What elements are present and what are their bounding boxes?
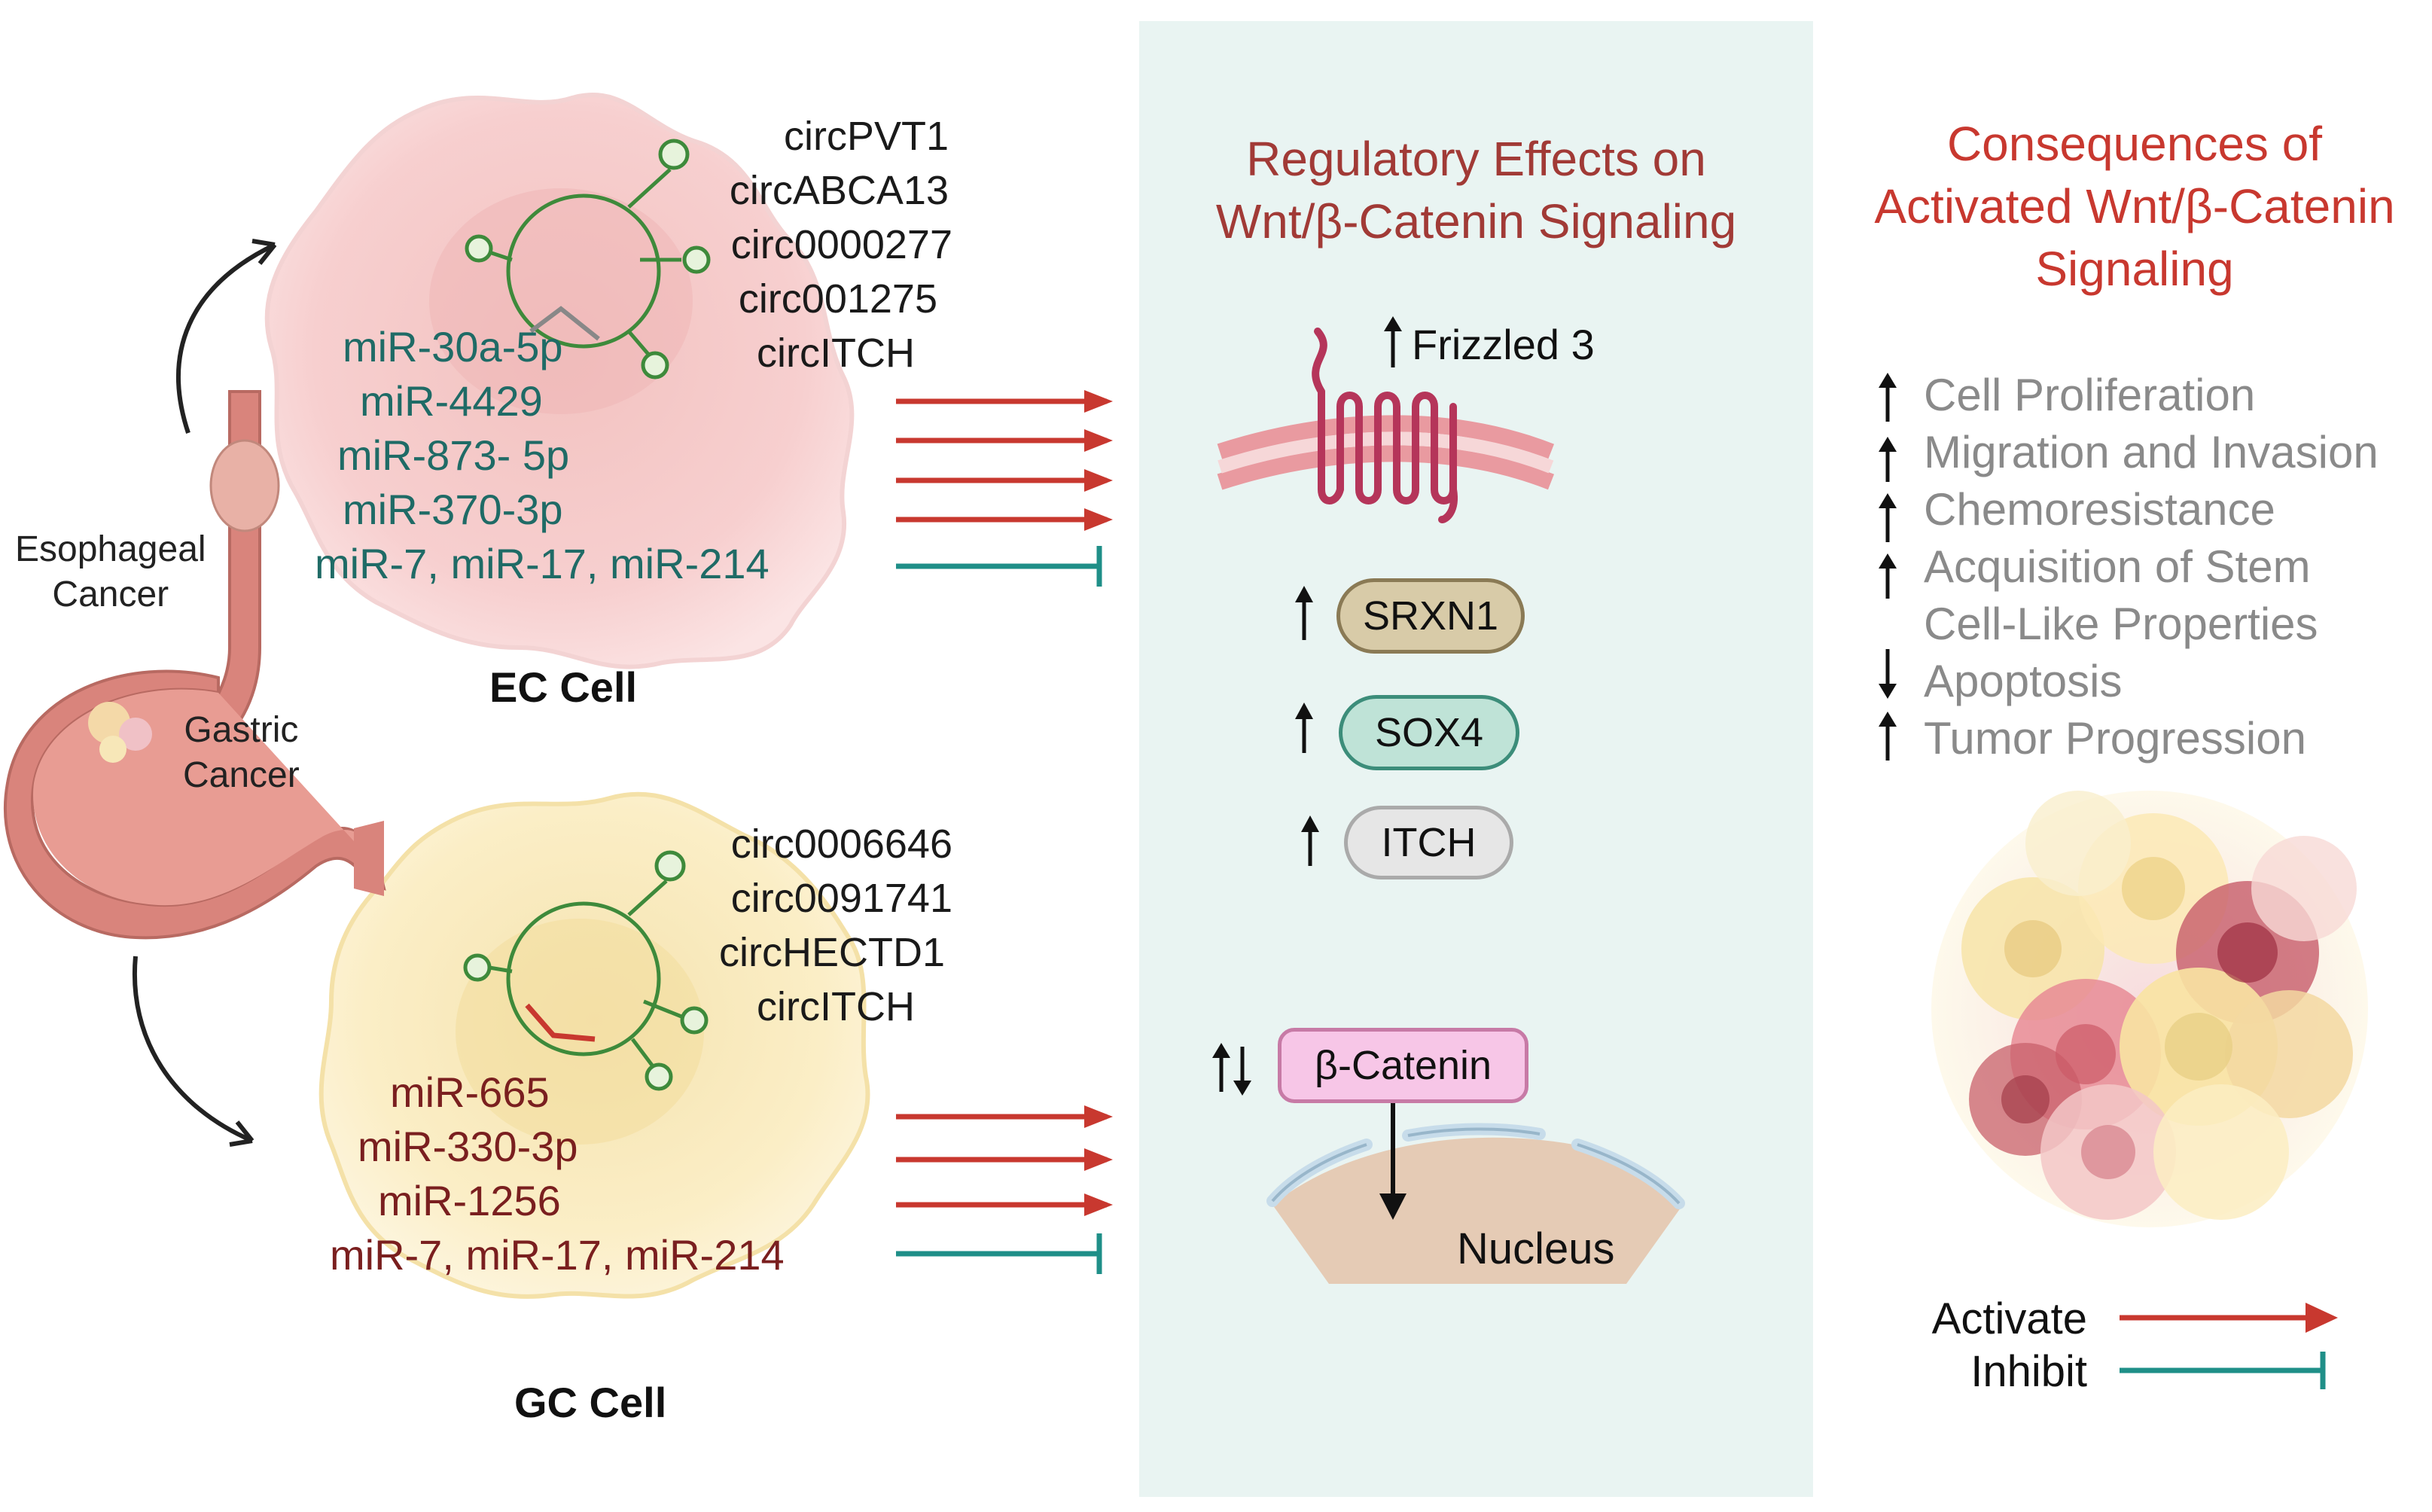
ec-mirna-5: miR-7, miR-17, miR-214 xyxy=(315,540,770,587)
cell-membrane xyxy=(1217,415,1555,490)
arrow-to-ec-cell xyxy=(176,242,276,434)
middle-panel-title: Regulatory Effects on Wnt/β-Catenin Sign… xyxy=(1139,128,1813,253)
gc-mirna-binding xyxy=(525,1003,596,1042)
gc-cell-nucleus xyxy=(456,919,704,1145)
ec-circrna-5: circITCH xyxy=(757,331,915,376)
gc-cell-label: GC Cell xyxy=(514,1379,667,1426)
consequence-2: Migration and Invasion xyxy=(1924,427,2379,477)
gc-mirna-2: miR-330-3p xyxy=(358,1123,578,1170)
ec-mirna-4: miR-370-3p xyxy=(343,486,563,533)
ec-activation-arrows xyxy=(896,398,1107,523)
right-title-line2: Activated Wnt/β-Catenin xyxy=(1874,179,2395,234)
gc-circrna-1: circ0006646 xyxy=(730,822,952,867)
consequence-4: Acquisition of Stem xyxy=(1924,541,2311,592)
consequence-6: Apoptosis xyxy=(1924,656,2123,706)
ec-inhibition-bar xyxy=(896,546,1102,587)
gc-mirna-4: miR-7, miR-17, miR-214 xyxy=(330,1231,785,1279)
nucleus-label: Nucleus xyxy=(1457,1224,1615,1273)
gc-circrna-3: circHECTD1 xyxy=(718,930,945,975)
gc-circrna-structure xyxy=(463,850,709,1091)
legend-activate-label: Activate xyxy=(1931,1294,2087,1343)
ec-circrna-3: circ0000277 xyxy=(730,222,952,267)
tumor-cluster-illustration xyxy=(1931,791,2368,1227)
gc-activation-arrows xyxy=(896,1114,1107,1208)
gc-inhibition-bar xyxy=(896,1233,1102,1274)
ec-mirna-2: miR-4429 xyxy=(360,377,543,425)
right-title-line3: Signaling xyxy=(2035,242,2234,297)
legend-activate-arrow xyxy=(2120,1303,2338,1333)
srxn1-pill: SRXN1 xyxy=(1336,578,1525,654)
nucleus-shape xyxy=(1272,1137,1683,1284)
gc-mirna-3: miR-1256 xyxy=(378,1177,561,1224)
esophageal-cancer-label: Esophageal Cancer xyxy=(15,527,206,617)
gc-mirna-1: miR-665 xyxy=(390,1068,550,1116)
middle-title-line2: Wnt/β-Catenin Signaling xyxy=(1215,194,1737,249)
consequence-3: Chemoresistance xyxy=(1924,484,2275,535)
consequence-1: Cell Proliferation xyxy=(1924,370,2256,420)
ec-mirna-binding xyxy=(529,306,600,341)
ec-mirna-3: miR-873- 5p xyxy=(337,431,570,479)
gastric-label-line1: Gastric xyxy=(184,710,299,750)
ec-circrna-2: circABCA13 xyxy=(729,168,949,213)
ec-mirna-1: miR-30a-5p xyxy=(343,323,563,370)
consequence-5: Cell-Like Properties xyxy=(1924,599,2318,649)
beta-catenin-box: β-Catenin xyxy=(1278,1028,1528,1103)
esophageal-tumor xyxy=(209,439,280,532)
right-title-line1: Consequences of xyxy=(1946,117,2323,171)
sox4-pill: SOX4 xyxy=(1339,695,1519,770)
gastric-label-line2: Cancer xyxy=(183,755,300,795)
ec-circrna-structure xyxy=(465,139,711,380)
right-panel-title: Consequences of Activated Wnt/β-Catenin … xyxy=(1837,113,2432,301)
itch-pill: ITCH xyxy=(1344,806,1513,879)
gastric-cancer-label: Gastric Cancer xyxy=(183,708,300,798)
ec-cell-label: EC Cell xyxy=(489,663,638,711)
frizzled-label: Frizzled 3 xyxy=(1412,321,1595,368)
legend-inhibit-label: Inhibit xyxy=(1970,1347,2087,1396)
consequence-7: Tumor Progression xyxy=(1924,713,2306,764)
gc-circrna-2: circ0091741 xyxy=(730,876,952,921)
ec-circrna-1: circPVT1 xyxy=(783,114,949,159)
esophageal-label-line2: Cancer xyxy=(52,575,169,614)
gc-circrna-4: circITCH xyxy=(757,984,915,1029)
middle-title-line1: Regulatory Effects on xyxy=(1246,132,1706,186)
esophagus-stomach-illustration xyxy=(3,390,386,940)
legend-inhibit-bar xyxy=(2120,1352,2326,1389)
ec-circrna-4: circ001275 xyxy=(738,276,937,322)
esophageal-label-line1: Esophageal xyxy=(15,529,206,569)
arrow-to-gc-cell xyxy=(132,956,254,1143)
ec-cell-nucleus xyxy=(429,188,693,414)
frizzled-receptor xyxy=(1312,328,1458,523)
